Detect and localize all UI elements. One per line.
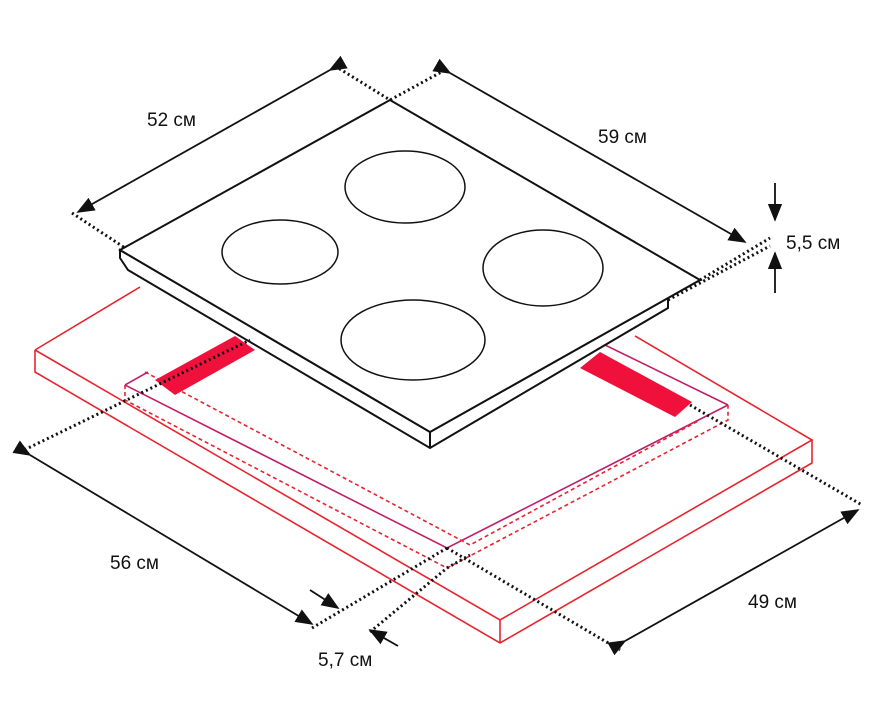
hob-width-label: 59 см: [598, 127, 647, 148]
cutout-width-label: 56 см: [110, 553, 159, 574]
hob-height-label: 5,5 см: [786, 233, 841, 254]
edge-offset-label: 5,7 см: [318, 650, 373, 671]
burner-front: [340, 299, 486, 381]
hob-depth-label: 52 см: [147, 110, 196, 131]
burner-left: [221, 219, 339, 285]
cutout-depth-label: 49 см: [748, 592, 797, 613]
dimension-arrows: [12, 55, 860, 656]
extension-lines: [19, 64, 863, 652]
left-support-bar: [155, 336, 255, 395]
hob: [117, 98, 703, 450]
right-support-bar: [580, 352, 692, 417]
